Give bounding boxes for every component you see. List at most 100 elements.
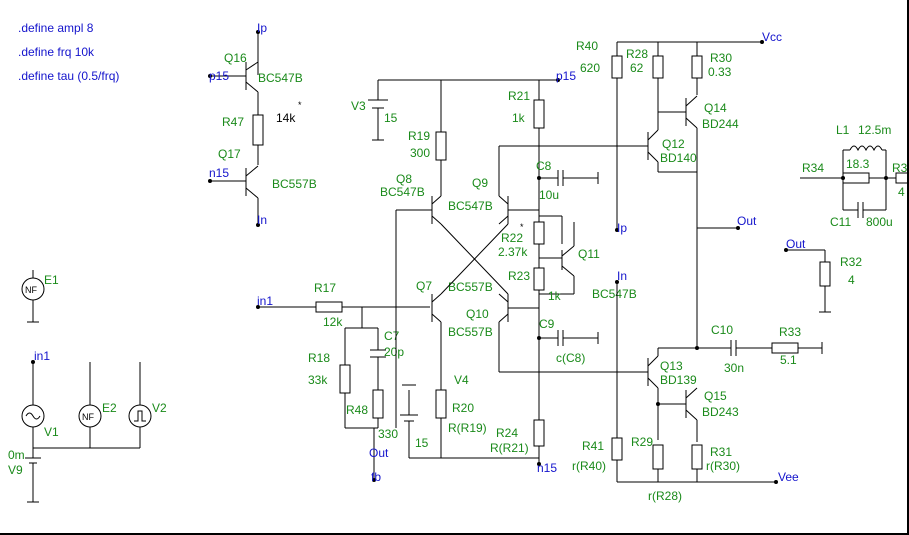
q12-value: BD140 [660,151,697,165]
r40-name: R40 [576,39,598,53]
resistor-r21[interactable] [533,99,545,129]
net-in-bias[interactable]: In [257,213,267,227]
frame-border-right [907,0,909,535]
inductor-l1[interactable] [849,145,883,152]
resistor-r33[interactable] [771,342,799,354]
resistor-r22[interactable] [533,221,545,245]
resistor-r47[interactable] [252,114,264,146]
net-p15-bias[interactable]: p15 [209,69,229,83]
q14-value: BD244 [702,117,739,131]
q9-name: Q9 [472,176,488,190]
r32-name: R32 [840,255,862,269]
resistor-r23[interactable] [533,267,545,291]
define-ampl[interactable]: .define ampl 8 [18,21,94,35]
r18-value: 33k [308,373,328,387]
c10-name: C10 [711,323,733,337]
resistor-r34[interactable] [842,172,870,184]
v9-name: V9 [8,463,23,477]
resistor-r29[interactable] [652,444,664,470]
resistor-r19[interactable] [435,131,447,161]
r41-value: r(R40) [572,459,606,473]
q15-value: BD243 [702,405,739,419]
load-r32: Out R32 4 [784,237,862,313]
r22-name: R22 [501,231,523,245]
define-tau[interactable]: .define tau (0.5/frq) [18,69,119,83]
r22-star: * [520,222,524,232]
transistor-q15[interactable] [656,387,698,442]
transistor-q11[interactable] [539,215,575,295]
l1-value: 12.5m [858,123,891,137]
q14-name: Q14 [704,101,727,115]
net-in1-source[interactable]: in1 [34,349,50,363]
r22-value: 2.37k [498,245,528,259]
r20-name: R20 [452,401,474,415]
r19-name: R19 [408,129,430,143]
q13-value: BD139 [660,373,697,387]
transistor-q17[interactable] [208,165,260,227]
net-out-load[interactable]: Out [786,237,806,251]
resistor-r48[interactable] [372,389,384,419]
resistor-r17[interactable] [315,301,343,313]
net-out-fb[interactable]: Out [369,446,389,460]
r48-name: R48 [346,403,368,417]
resistor-r40[interactable] [611,55,623,79]
resistor-r18[interactable] [339,364,351,394]
c11-value: 800u [866,215,893,229]
q10-value: BC557B [448,325,493,339]
resistor-r31[interactable] [691,444,703,470]
net-n15-bias[interactable]: n15 [209,166,229,180]
r28-name: R28 [626,47,648,61]
net-in1-input[interactable]: in1 [257,294,273,308]
r47-star: * [298,100,302,110]
l1-name: L1 [836,123,850,137]
net-ip-top[interactable]: Ip [257,21,267,35]
r30-value: 0.33 [708,65,732,79]
transistor-q13[interactable] [617,347,697,440]
r24-name: R24 [496,426,518,440]
resistor-r24[interactable] [533,419,545,447]
source-v2[interactable] [128,404,152,428]
net-vcc[interactable]: Vcc [762,30,782,44]
r17-value: 12k [323,315,343,329]
net-out-main[interactable]: Out [737,214,757,228]
r35-value: 4 [898,185,905,199]
r21-value: 1k [512,111,526,125]
net-fb[interactable]: fb [371,470,381,484]
c9-value: c(C8) [556,351,585,365]
transistor-q14[interactable] [658,95,698,228]
r30-name: R30 [710,51,732,65]
r31-value: r(R30) [706,459,740,473]
resistor-r28[interactable] [652,55,664,79]
r17-name: R17 [314,281,336,295]
net-ip-output[interactable]: Ip [617,221,627,235]
r28-value: 62 [630,61,644,75]
v3-value: 15 [384,111,398,125]
define-directives: .define ampl 8 .define frq 10k .define t… [18,21,119,83]
c11-name: C11 [830,215,851,229]
transistor-q8[interactable] [396,195,442,225]
resistor-r35[interactable] [895,172,909,184]
q7-name: Q7 [416,279,432,293]
resistor-r41[interactable] [611,437,623,461]
net-in-output[interactable]: In [617,269,627,283]
transistor-q16[interactable] [208,61,259,115]
r23-name: R23 [508,269,530,283]
q8-value: BC547B [380,185,425,199]
transistor-q9[interactable] [498,145,640,225]
resistor-r30[interactable] [691,55,703,79]
transistor-q7[interactable] [431,293,442,390]
output-stage: Vcc R40 620 R28 62 R30 0.33 Q14 BD244 [572,30,823,503]
r34-name: R34 [802,161,824,175]
q9-value: BC547B [448,199,493,213]
define-frq[interactable]: .define frq 10k [18,45,95,59]
resistor-r20[interactable] [435,389,447,419]
resistor-r32[interactable] [819,261,831,287]
q16-name: Q16 [224,51,247,65]
q11-value: BC547B [592,287,637,301]
net-n15-bottom[interactable]: n15 [537,461,557,475]
c10-value: 30n [724,361,744,375]
net-vee[interactable]: Vee [778,470,799,484]
transistor-q12[interactable] [617,112,697,173]
net-p15-top[interactable]: p15 [556,69,576,83]
